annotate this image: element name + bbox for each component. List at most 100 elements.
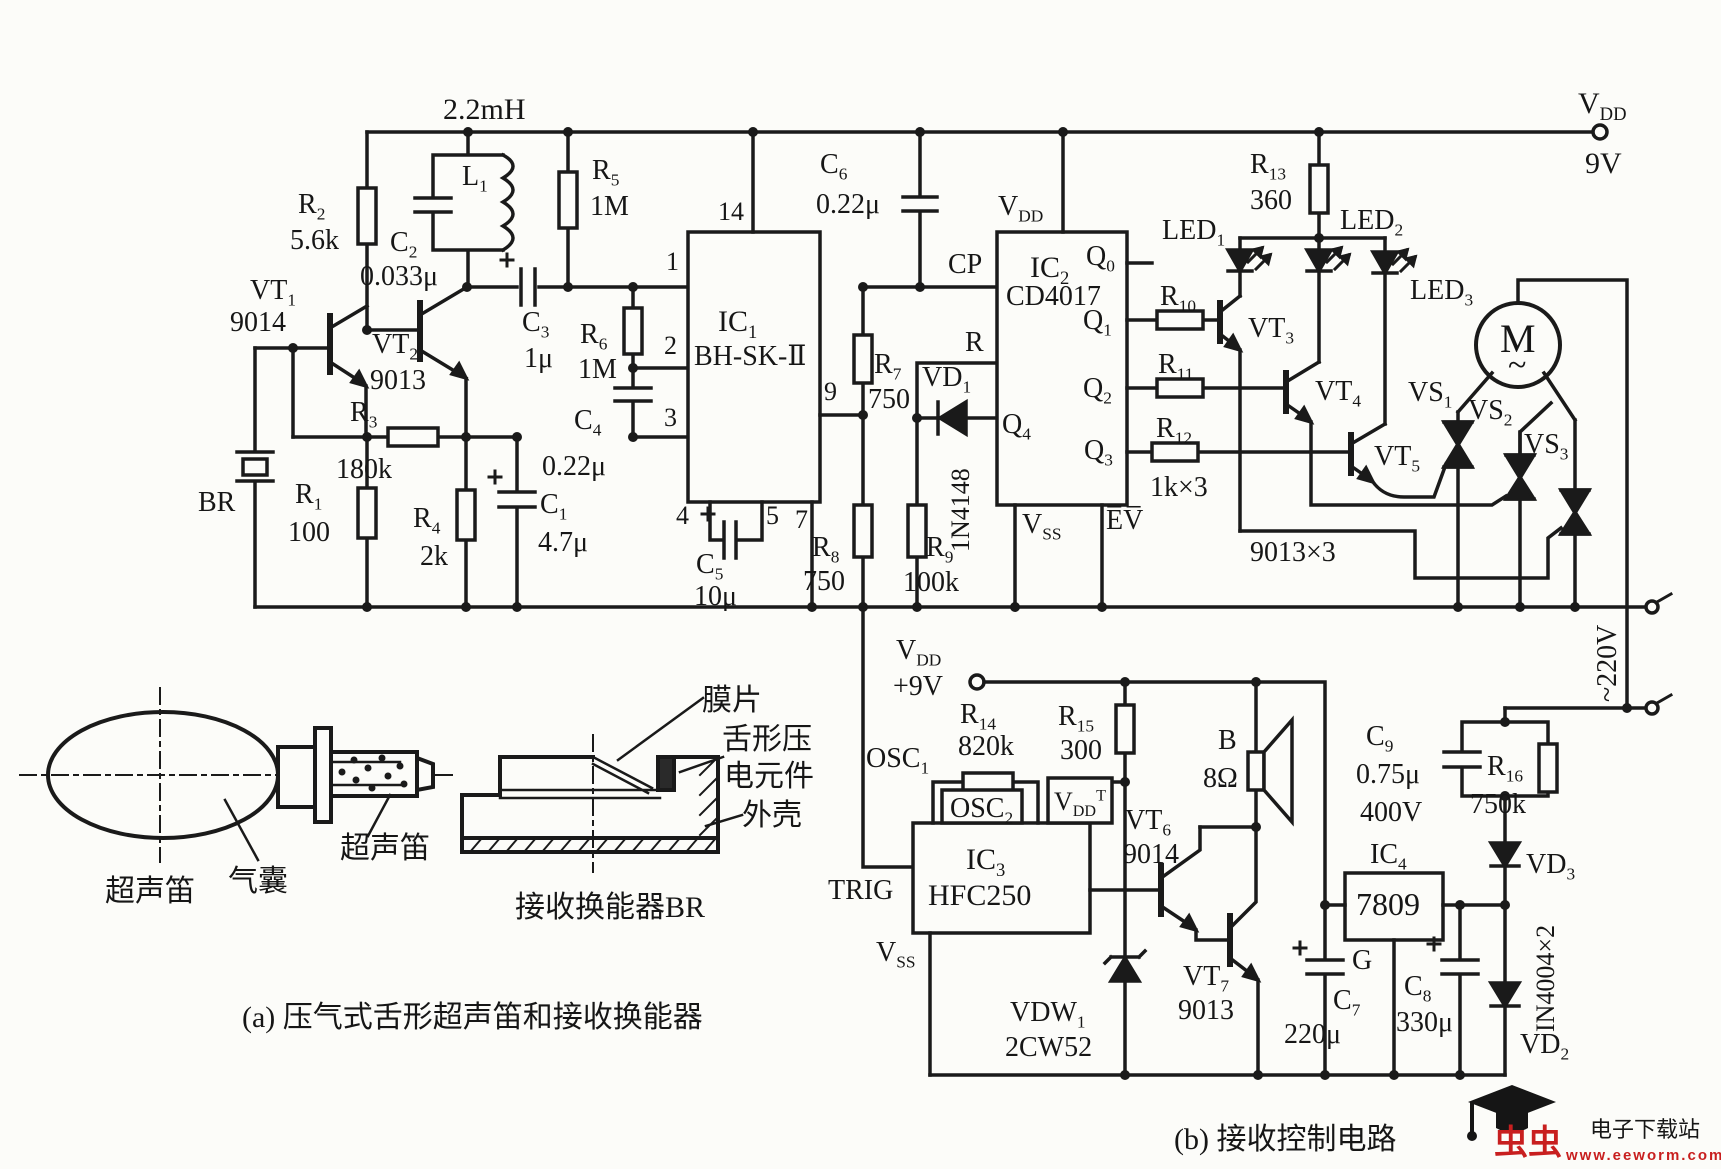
label-vt1-part: 9014 <box>230 307 286 338</box>
capacitor-c8-symbol <box>1426 903 1480 1077</box>
label-ic1-pin4: 4 <box>676 501 689 530</box>
triac-vs3-symbol <box>1557 418 1593 609</box>
receiver-control-section <box>911 673 1559 1077</box>
label-r2-ref: R2 <box>298 189 326 224</box>
transducer-drawing <box>460 696 744 873</box>
ic3-osc2-pin-box <box>940 788 1024 825</box>
label-c4-ref: C4 <box>574 405 602 440</box>
led3-symbol <box>1369 236 1418 426</box>
label-ic2-vdd: VDD <box>998 191 1044 226</box>
watermark-url[interactable]: www.eeworm.com <box>1566 1147 1721 1164</box>
label-ic2-ev: E̅V̅ <box>1106 505 1144 536</box>
label-r4-ref: R4 <box>413 503 441 538</box>
output-section <box>1217 130 1629 710</box>
label-r9-value: 100k <box>903 567 959 598</box>
mains-terminal-icon <box>1644 700 1660 716</box>
ic4-box <box>1343 871 1445 942</box>
label-b-value: 8Ω <box>1203 763 1238 794</box>
vdd-terminal-icon <box>1591 123 1609 141</box>
label-vd2-ref: VD2 <box>1520 1029 1570 1064</box>
resistor-r13-symbol <box>1308 163 1330 215</box>
label-ic3-ref: IC3 <box>966 843 1006 881</box>
label-vdd-top-value: 9V <box>1585 147 1622 180</box>
label-ic3-osc2: OSC2 <box>950 793 1014 828</box>
watermark-cap-icon <box>1467 1085 1556 1141</box>
label-c1-ref: C1 <box>540 489 568 524</box>
label-ic1-pin2: 2 <box>664 331 677 360</box>
label-l1-ref: L1 <box>462 161 488 196</box>
label-r8-ref: R8 <box>812 532 840 567</box>
label-ic3-osc1: OSC1 <box>866 743 930 778</box>
label-r3-ref: R3 <box>350 397 378 432</box>
label-ic1-pin14: 14 <box>718 197 744 226</box>
label-vdd-top: VDD <box>1578 87 1627 125</box>
triac-vs1-symbol <box>1440 410 1476 609</box>
label-r12-ref: R12 <box>1156 413 1193 448</box>
label-c2-ref: C2 <box>390 227 418 262</box>
label-c3-ref: C3 <box>522 307 550 342</box>
label-c8-value: 330μ <box>1396 1007 1454 1038</box>
tank-l1-c2-symbol <box>413 130 515 289</box>
label-ic1-pin3: 3 <box>664 403 677 432</box>
label-vdw1-ref: VDW1 <box>1010 997 1086 1032</box>
leader-lines <box>616 696 744 828</box>
label-c7-value: 220μ <box>1284 1019 1342 1050</box>
label-vdw1-part: 2CW52 <box>1005 1032 1093 1063</box>
speaker-symbol <box>1198 680 1294 829</box>
label-ic2-q3: Q3 <box>1084 435 1113 470</box>
resistor-r2-symbol <box>356 186 378 246</box>
plus-sign <box>1292 940 1308 956</box>
led1-symbol <box>1224 236 1273 298</box>
leader-airbag <box>223 798 260 862</box>
oscillator-section <box>235 130 690 609</box>
label-ic3-vss: VSS <box>876 937 916 972</box>
label-led1-ref: LED1 <box>1162 215 1226 250</box>
label-ic1-pin5: 5 <box>766 501 779 530</box>
label-r2-value: 5.6k <box>290 225 339 256</box>
ic3-vdd-pin-box <box>1046 776 1114 825</box>
resistor-r9-symbol <box>906 503 928 559</box>
timing-network <box>852 130 999 869</box>
label-r13-value: 360 <box>1250 185 1292 216</box>
label-r4-value: 2k <box>420 541 448 572</box>
label-r9-ref: R9 <box>926 532 954 567</box>
label-r10-ref: R10 <box>1160 281 1197 316</box>
label-ic2-q4: Q4 <box>1002 409 1031 444</box>
label-c7-ref: C7 <box>1333 985 1361 1020</box>
resistor-r4-symbol <box>455 488 477 542</box>
leader-whistle <box>366 793 392 838</box>
label-receiver-caption: 接收换能器BR <box>515 891 706 924</box>
label-c1-value: 4.7μ <box>538 527 589 558</box>
label-motor-ref: M <box>1500 316 1536 361</box>
label-vs3-ref: VS3 <box>1524 429 1569 464</box>
label-ic1-ref: IC1 <box>718 305 758 343</box>
label-vt3-ref: VT3 <box>1248 313 1295 348</box>
plus-sign <box>700 506 716 522</box>
zener-vdw1-symbol <box>1102 948 1148 1077</box>
resistor-r12-symbol <box>1150 441 1200 463</box>
capacitor-c1-symbol <box>487 435 537 609</box>
label-ic2-q1: Q1 <box>1083 305 1112 340</box>
label-ic1-pin7: 7 <box>795 505 808 534</box>
label-c8-ref: C8 <box>1404 971 1432 1006</box>
label-whistle-mid: 超声笛 <box>340 832 430 865</box>
label-vt5-ref: VT5 <box>1374 441 1421 476</box>
label-ic2-q2: Q2 <box>1083 373 1112 408</box>
label-c3-value: 1μ <box>524 343 554 374</box>
label-r15-value: 300 <box>1060 735 1102 766</box>
label-c9-rating: 400V <box>1360 797 1423 828</box>
label-ic2-q0: Q0 <box>1086 241 1115 276</box>
whistle-drawing <box>19 687 456 863</box>
label-shell: 外壳 <box>742 799 802 832</box>
caption-part-b: (b) 接收控制电路 <box>1174 1123 1397 1156</box>
label-vd1-part: 1N4148 <box>946 468 975 552</box>
label-whistle-left: 超声笛 <box>105 875 195 908</box>
common-rail <box>253 591 1674 716</box>
label-r8-value: 750 <box>803 566 845 597</box>
hatch-right <box>698 755 720 837</box>
label-ic4-ref: IC4 <box>1370 839 1407 874</box>
resistor-r6-symbol <box>622 306 644 356</box>
label-r15-ref: R15 <box>1058 701 1095 736</box>
label-c5-ref: C5 <box>696 549 724 584</box>
